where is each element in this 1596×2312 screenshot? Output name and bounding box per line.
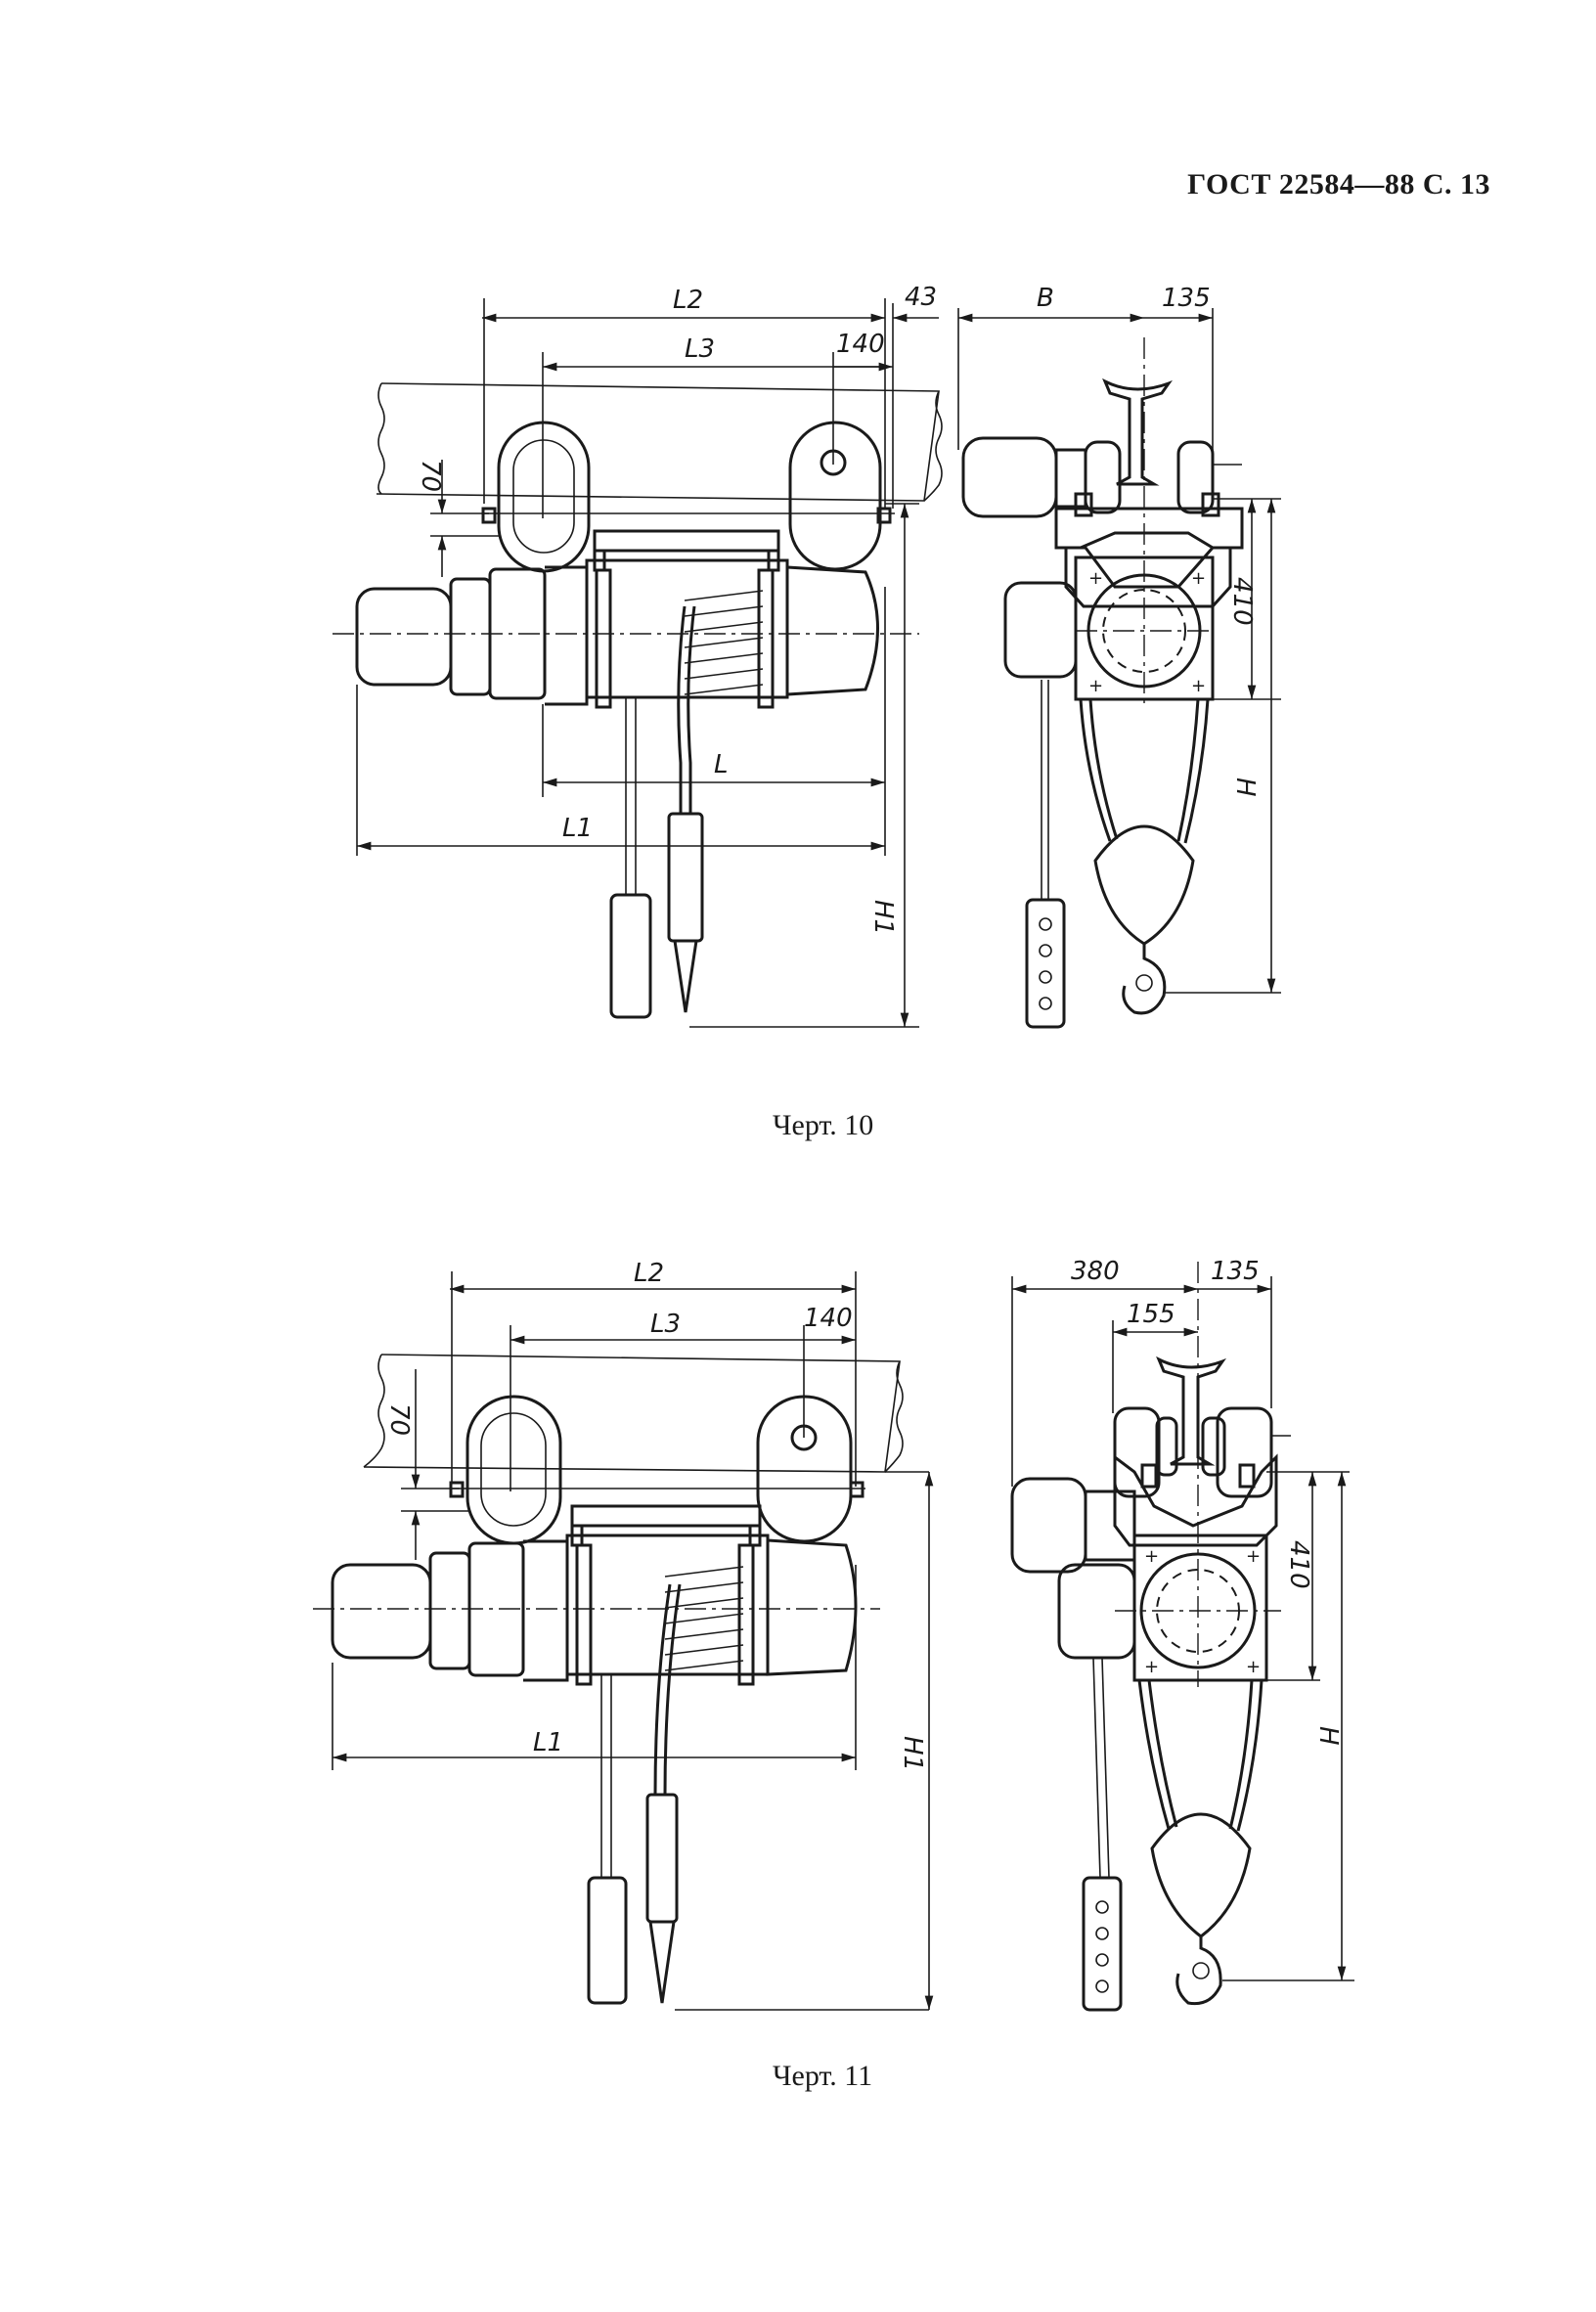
fig10-side-view: L2 L3 140 43 70 L L1 H1 — [332, 283, 943, 1028]
fig10-dim-43: 43 — [905, 283, 937, 312]
fig11-dim-L2: L2 — [634, 1259, 664, 1288]
fig10-dim-H1: H1 — [868, 900, 898, 935]
figure-10-caption: Черт. 10 — [773, 1109, 874, 1141]
fig11-side-view: L2 L3 140 70 L1 H1 — [313, 1259, 934, 2011]
fig10-dim-135: 135 — [1162, 284, 1211, 313]
fig10-dim-70: 70 — [416, 460, 445, 492]
fig11-dim-155: 155 — [1127, 1300, 1175, 1329]
svg-text:+: + — [1088, 568, 1103, 589]
svg-text:+: + — [1144, 1657, 1159, 1677]
svg-text:+: + — [1144, 1546, 1159, 1567]
fig11-dim-L1: L1 — [533, 1728, 563, 1757]
figure-10: L2 L3 140 43 70 L L1 H1 — [332, 283, 1281, 1029]
page-header: ГОСТ 22584—88 С. 13 — [1187, 168, 1490, 200]
fig10-dim-H: H — [1230, 778, 1260, 797]
fig10-front-view: + + + + — [957, 284, 1281, 1029]
fig10-dim-L3: L3 — [685, 334, 715, 364]
fig10-dim-L1: L1 — [562, 814, 593, 843]
fig11-dim-H: H — [1313, 1726, 1343, 1746]
fig10-dim-140: 140 — [836, 330, 885, 359]
fig10-dim-410: 410 — [1227, 577, 1257, 626]
fig10-dim-B: B — [1037, 284, 1054, 313]
svg-text:+: + — [1246, 1546, 1261, 1567]
fig11-front-view: + + + + — [1010, 1257, 1354, 2012]
figure-11-caption: Черт. 11 — [773, 2060, 873, 2092]
svg-text:+: + — [1246, 1657, 1261, 1677]
fig11-dim-135: 135 — [1211, 1257, 1260, 1286]
fig11-dim-L3: L3 — [650, 1310, 681, 1339]
fig10-dim-L2: L2 — [673, 286, 703, 315]
fig11-dim-70: 70 — [384, 1403, 414, 1436]
fig11-dim-380: 380 — [1071, 1257, 1120, 1286]
svg-text:+: + — [1191, 568, 1206, 589]
fig11-dim-410: 410 — [1284, 1540, 1313, 1589]
fig11-dim-140: 140 — [804, 1304, 853, 1333]
fig11-dim-H1: H1 — [898, 1736, 927, 1771]
figure-11: L2 L3 140 70 L1 H1 — [313, 1257, 1354, 2012]
svg-text:+: + — [1088, 676, 1103, 696]
svg-text:+: + — [1191, 676, 1206, 696]
fig10-dim-L: L — [714, 750, 729, 779]
